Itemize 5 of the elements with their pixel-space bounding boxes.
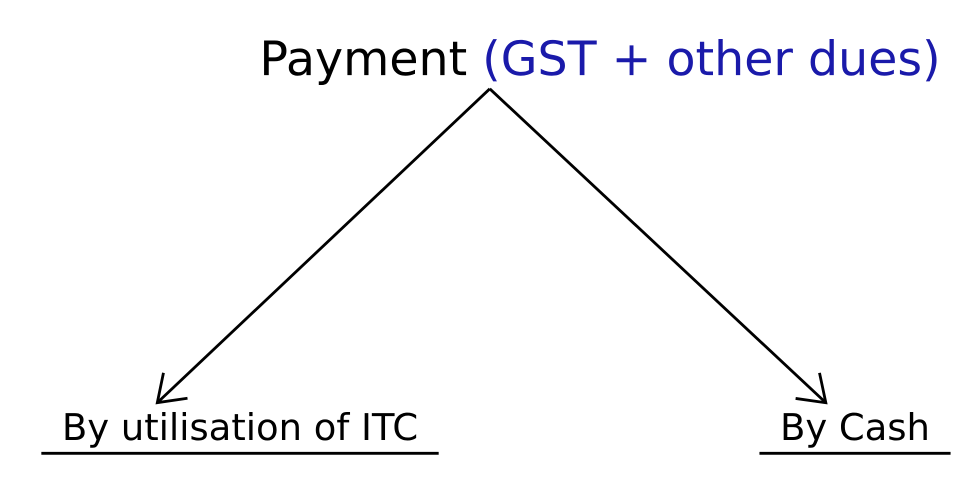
underlined-label: By utilisation of ITC — [41, 412, 439, 455]
heading-text: Payment (GST + other dues) — [264, 39, 937, 85]
arrow — [488, 88, 828, 404]
arrow — [156, 88, 491, 404]
underlined-label: By Cash — [759, 412, 951, 455]
